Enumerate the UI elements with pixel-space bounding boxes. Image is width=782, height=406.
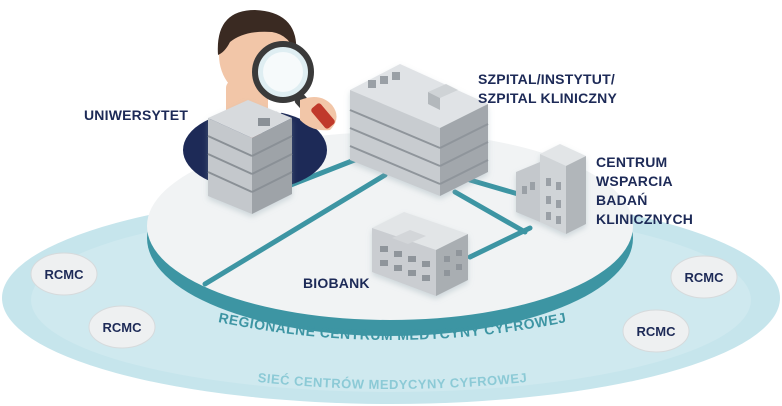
connection-hospital-biobank-side bbox=[452, 189, 528, 235]
connection-biobank-center bbox=[467, 225, 533, 260]
connection-hospital-biobank bbox=[202, 172, 388, 287]
research-center-building-icon bbox=[516, 144, 586, 234]
hospital-building-icon bbox=[349, 64, 489, 196]
outer-ring-label: SIEĆ CENTRÓW MEDYCYNY CYFROWEJ bbox=[257, 370, 528, 392]
research-center-label-line-2: WSPARCIA bbox=[596, 173, 673, 189]
research-center-label-line-3: BADAŃ bbox=[596, 192, 648, 208]
rcmc-badge-3-label: RCMC bbox=[685, 270, 725, 285]
rcmc-badge-4-label: RCMC bbox=[637, 324, 677, 339]
rcmc-badge-1-label: RCMC bbox=[45, 267, 85, 282]
outer-ring-label-path: SIEĆ CENTRÓW MEDYCYNY CYFROWEJ bbox=[257, 370, 527, 392]
rcmc-badge-2-label: RCMC bbox=[103, 320, 143, 335]
research-center-label: CENTRUM WSPARCIA BADAŃ KLINICZNYCH bbox=[596, 153, 693, 229]
hospital-label-line-2: SZPITAL KLINICZNY bbox=[478, 90, 617, 106]
rcmc-badge-1: RCMC bbox=[30, 252, 98, 296]
rcmc-badge-4: RCMC bbox=[622, 309, 690, 353]
connection-hospital-center bbox=[467, 177, 528, 199]
hospital-label: SZPITAL/INSTYTUT/ SZPITAL KLINICZNY bbox=[478, 70, 617, 108]
university-label: UNIWERSYTET bbox=[84, 107, 189, 123]
rcmc-badge-3: RCMC bbox=[670, 255, 738, 299]
biobank-building-icon bbox=[372, 212, 468, 296]
connection-lines bbox=[202, 147, 533, 287]
biobank-label: BIOBANK bbox=[303, 275, 370, 291]
research-center-label-line-1: CENTRUM bbox=[596, 154, 668, 170]
university-building-icon bbox=[207, 100, 293, 214]
rcmc-badge-2: RCMC bbox=[88, 305, 156, 349]
research-center-label-line-4: KLINICZNYCH bbox=[596, 211, 694, 227]
hospital-label-line-1: SZPITAL/INSTYTUT/ bbox=[478, 71, 615, 87]
